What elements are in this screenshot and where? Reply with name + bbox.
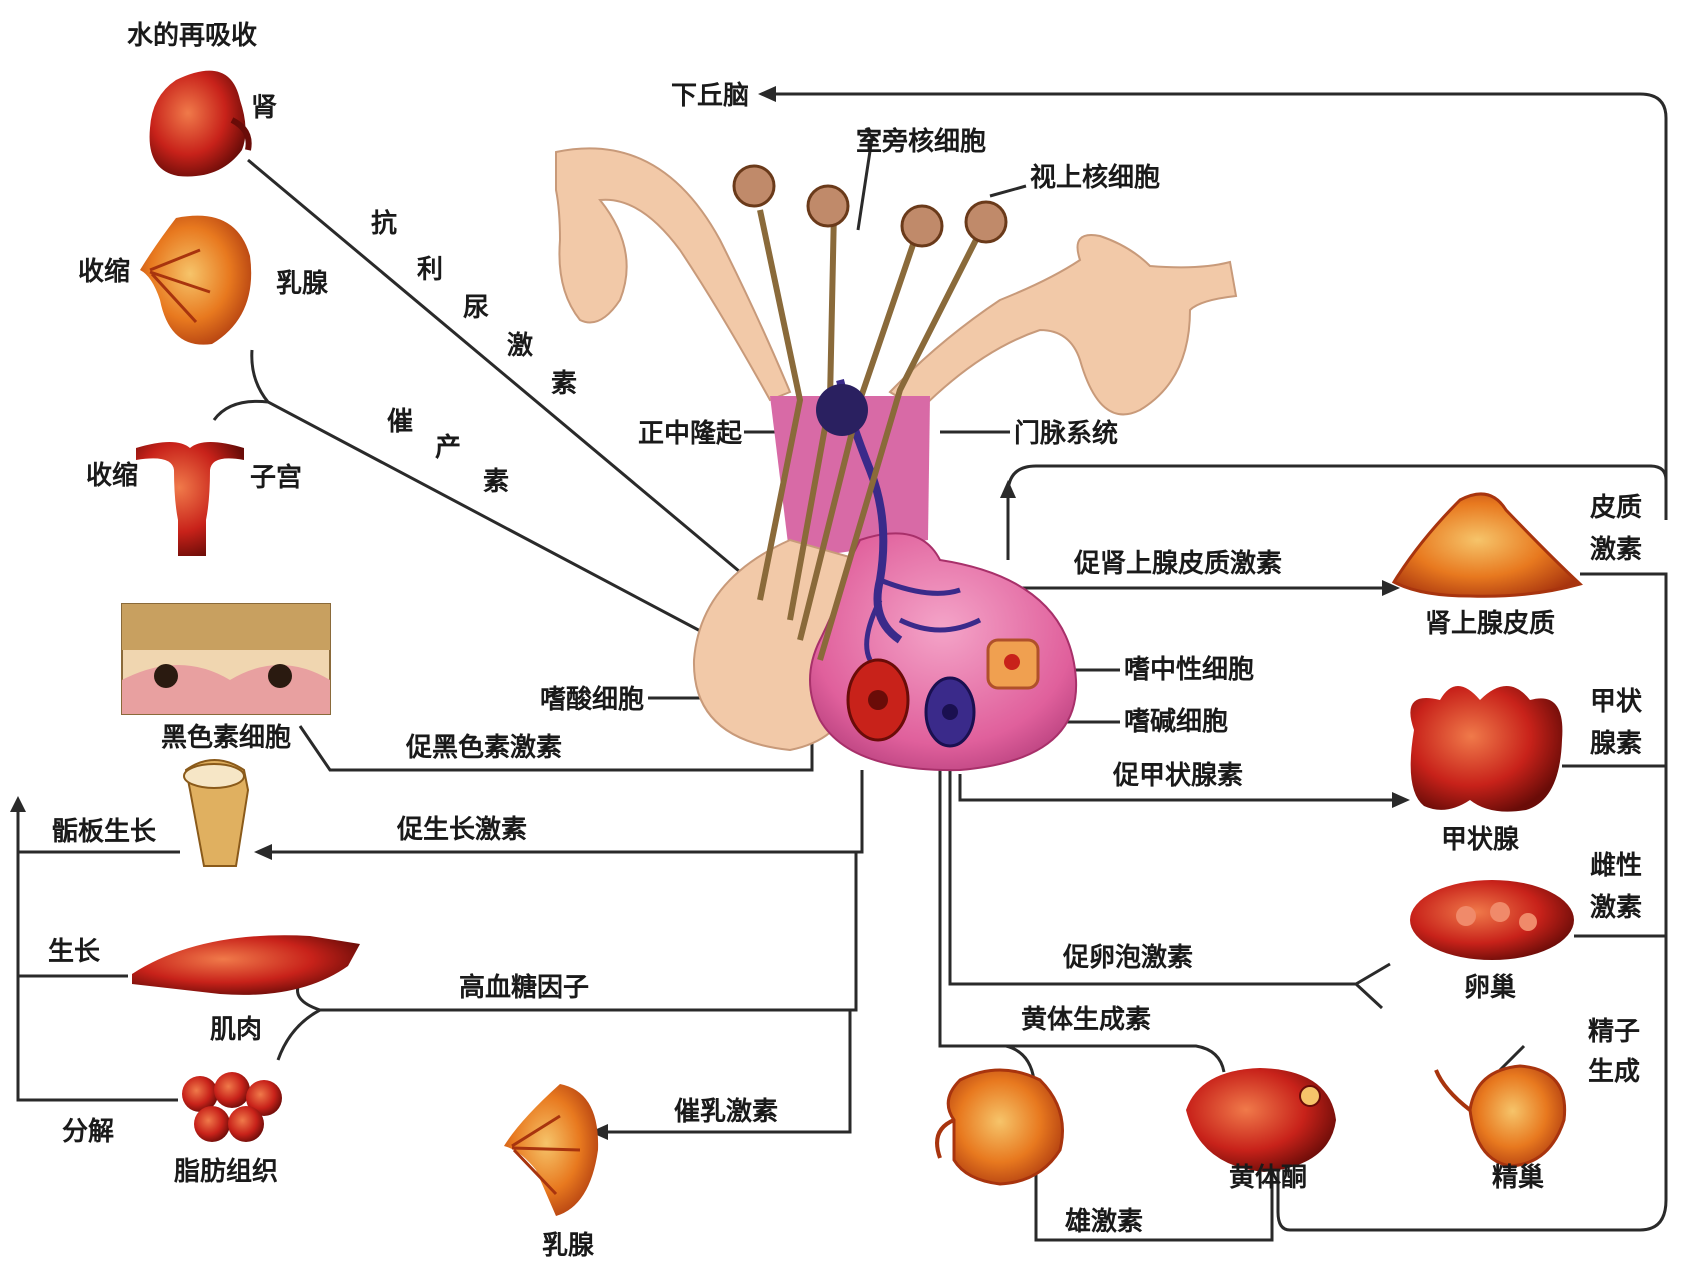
acidophil-cell bbox=[848, 660, 908, 740]
oxytocin-char: 素 bbox=[483, 467, 509, 497]
acth-label: 促肾上腺皮质激素 bbox=[1073, 548, 1282, 579]
mammary-label: 乳腺 bbox=[542, 1231, 595, 1261]
basophil-cell bbox=[926, 678, 974, 746]
uterus bbox=[136, 442, 244, 556]
paraventricular-neuron bbox=[808, 186, 848, 226]
adh-char: 利 bbox=[417, 255, 443, 285]
tsh-label: 促甲状腺素 bbox=[1112, 761, 1243, 791]
kidney bbox=[150, 71, 249, 177]
epiphyseal-bone bbox=[184, 760, 248, 866]
paraventricular-neuron bbox=[734, 166, 774, 206]
lh-label: 黄体生成素 bbox=[1021, 1005, 1151, 1035]
thyroid-hormone-label: 甲状 bbox=[1590, 687, 1643, 717]
chromophobe-label: 嗜中性细胞 bbox=[1124, 654, 1254, 685]
testis-right bbox=[1436, 1066, 1565, 1166]
paraventricular-label: 室旁核细胞 bbox=[856, 126, 986, 157]
hypothalamus-label: 下丘脑 bbox=[671, 81, 749, 111]
adipose-tissue bbox=[182, 1072, 282, 1142]
median-eminence-label: 正中隆起 bbox=[638, 419, 743, 449]
hyperglycemic-label: 高血糖因子 bbox=[459, 972, 589, 1003]
androgen-label: 雄激素 bbox=[1064, 1206, 1143, 1237]
oxytocin-char: 产 bbox=[435, 433, 461, 463]
adipose-label: 脂肪组织 bbox=[174, 1156, 278, 1187]
uterus-effect-label: 收缩 bbox=[86, 460, 138, 491]
thyroid-hormone-label: 腺素 bbox=[1589, 729, 1642, 759]
prolactin-label: 催乳激素 bbox=[674, 1096, 778, 1127]
sperm-label: 精子 bbox=[1588, 1017, 1640, 1047]
sex-hormone-label: 雌性 bbox=[1590, 850, 1642, 881]
adrenal-cortex-label: 肾上腺皮质 bbox=[1425, 609, 1555, 639]
breast-effect-label: 收缩 bbox=[78, 256, 130, 287]
melanocyte-skin bbox=[122, 604, 330, 714]
msh-label: 促黑色素激素 bbox=[405, 732, 562, 763]
epiphysis-effect-label: 骺板生长 bbox=[52, 817, 157, 847]
adh-char: 抗 bbox=[371, 208, 397, 239]
kidney-label: 肾 bbox=[251, 93, 277, 123]
testis-left bbox=[937, 1070, 1062, 1184]
growth-label: 生长 bbox=[48, 937, 101, 967]
acidophil-label: 嗜酸细胞 bbox=[540, 684, 644, 715]
adh-char: 尿 bbox=[463, 293, 489, 323]
breast-label: 乳腺 bbox=[276, 269, 329, 299]
gh-label: 促生长激素 bbox=[396, 814, 527, 845]
breast-top bbox=[140, 216, 251, 345]
ovary-label: 卵巢 bbox=[1464, 973, 1516, 1003]
supraoptic-neuron bbox=[966, 202, 1006, 242]
sex-hormone-label: 激素 bbox=[1590, 892, 1642, 923]
fsh-label: 促卵泡激素 bbox=[1062, 942, 1193, 973]
testis-label: 精巢 bbox=[1492, 1163, 1544, 1193]
mammary-gland bbox=[504, 1084, 598, 1216]
muscle-label: 肌肉 bbox=[210, 1015, 262, 1045]
lipolysis-label: 分解 bbox=[62, 1117, 114, 1147]
cortical-hormone-label: 皮质 bbox=[1590, 493, 1642, 523]
melanocyte-label: 黑色素细胞 bbox=[161, 722, 291, 753]
adrenal-cortex bbox=[1394, 494, 1580, 596]
thyroid bbox=[1410, 686, 1562, 812]
adh-char: 激 bbox=[507, 330, 533, 361]
adh-char: 素 bbox=[551, 369, 577, 399]
thyroid-label: 甲状腺 bbox=[1441, 825, 1520, 855]
cortical-hormone-label: 激素 bbox=[1590, 534, 1642, 565]
corpus-luteum bbox=[1186, 1068, 1336, 1172]
hypothalamus-tissue-right bbox=[890, 235, 1236, 414]
basophil-label: 嗜碱细胞 bbox=[1124, 706, 1228, 737]
kidney-effect-label: 水的再吸收 bbox=[127, 20, 257, 51]
portal-system-label: 门脉系统 bbox=[1014, 418, 1118, 449]
supraoptic-neuron bbox=[902, 206, 942, 246]
uterus-label: 子宫 bbox=[250, 462, 302, 493]
muscle bbox=[132, 935, 360, 995]
supraoptic-label: 视上核细胞 bbox=[1030, 162, 1160, 193]
oxytocin-char: 催 bbox=[387, 407, 413, 437]
chromophobe-cell bbox=[988, 640, 1038, 688]
corpus-luteum-label: 黄体酮 bbox=[1229, 1163, 1307, 1193]
sperm-label: 生成 bbox=[1588, 1057, 1640, 1087]
ovary bbox=[1410, 880, 1574, 960]
